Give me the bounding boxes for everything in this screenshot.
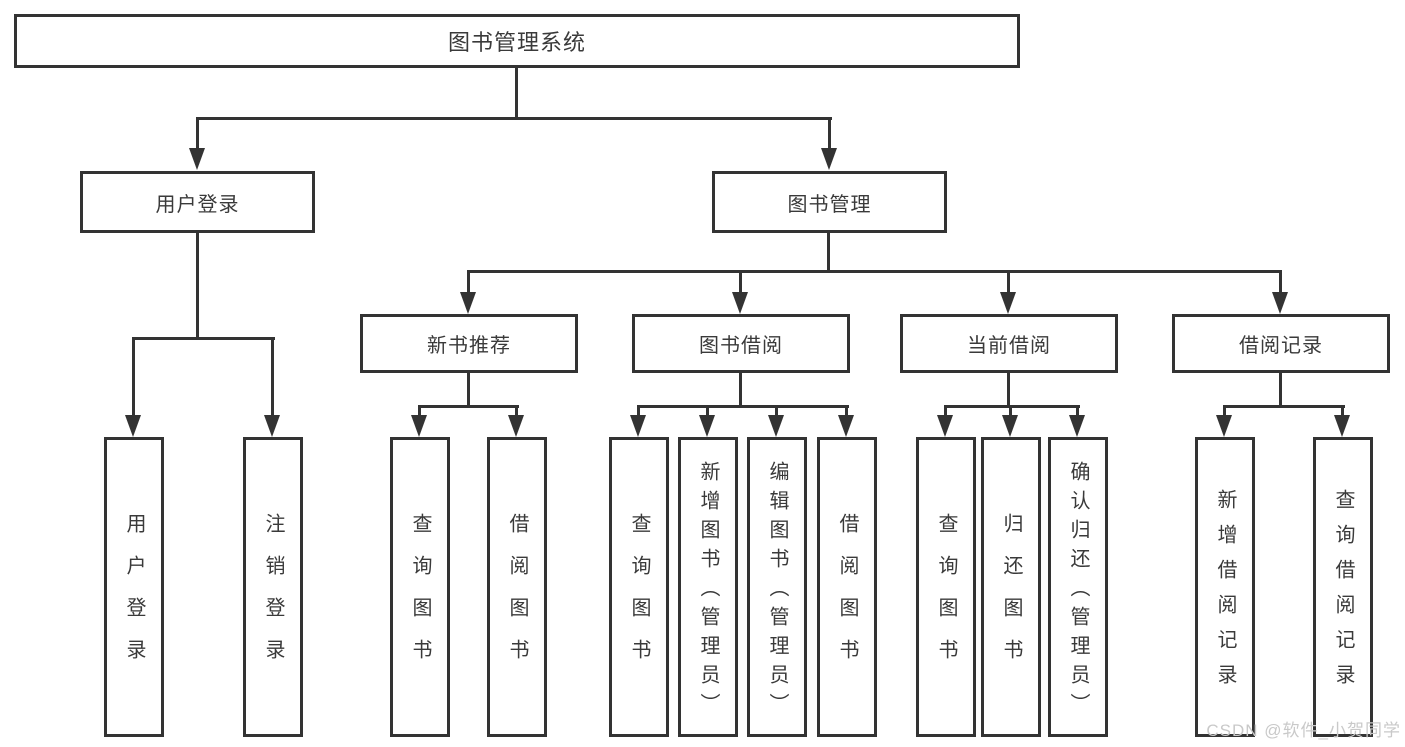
node-book-mgmt: 图书管理 xyxy=(712,171,947,233)
leaf-newrec-query-books-label: 查询图书 xyxy=(409,513,431,681)
node-root-label: 图书管理系统 xyxy=(447,30,586,55)
connector-borrow-record-branch xyxy=(1223,405,1345,408)
connector-user-login-stem xyxy=(196,233,199,339)
node-root: 图书管理系统 xyxy=(14,14,1020,68)
connector-user-login-drop xyxy=(196,117,199,150)
connector-book-borrow-stem xyxy=(739,373,742,407)
node-user-login: 用户登录 xyxy=(80,171,315,233)
arrowhead-down-icon xyxy=(699,415,715,437)
arrowhead-down-icon xyxy=(264,415,280,437)
connector-book-mgmt-drop xyxy=(828,117,831,150)
connector-leaf-drop xyxy=(775,405,778,418)
connector-user-login-branch xyxy=(132,337,275,340)
arrowhead-down-icon xyxy=(838,415,854,437)
leaf-borrow-edit-books-label: 编辑图书（管理员） xyxy=(766,460,788,722)
connector-leaf-drop xyxy=(515,405,518,418)
leaf-borrow-borrow-books-label: 借阅图书 xyxy=(836,513,858,681)
arrowhead-down-icon xyxy=(1334,415,1350,437)
leaf-current-query-books-label: 查询图书 xyxy=(935,513,957,681)
csdn-watermark: CSDN @软件_小贺同学 xyxy=(1206,721,1401,740)
connector-leaf-drop xyxy=(845,405,848,418)
arrowhead-down-icon xyxy=(732,292,748,314)
connector-root-branch xyxy=(196,117,832,120)
arrowhead-down-icon xyxy=(768,415,784,437)
node-user-login-label: 用户登录 xyxy=(155,193,240,216)
connector-login-drop xyxy=(132,337,135,418)
node-borrow-record: 借阅记录 xyxy=(1172,314,1390,373)
connector-leaf-drop xyxy=(706,405,709,418)
leaf-current-return-books-label: 归还图书 xyxy=(1000,513,1022,681)
leaf-current-query-books: 查询图书 xyxy=(916,437,976,737)
leaf-record-add: 新增借阅记录 xyxy=(1195,437,1255,737)
leaf-borrow-edit-books: 编辑图书（管理员） xyxy=(747,437,807,737)
connector-leaf-drop xyxy=(1223,405,1226,418)
connector-new-recommend-stem xyxy=(467,373,470,407)
connector-logout-drop xyxy=(271,337,274,418)
arrowhead-down-icon xyxy=(411,415,427,437)
connector-borrow-record-stem xyxy=(1279,373,1282,407)
connector-leaf-drop xyxy=(1341,405,1344,418)
leaf-current-confirm-return-label: 确认归还（管理员） xyxy=(1067,460,1089,722)
leaf-user-login: 用户登录 xyxy=(104,437,164,737)
leaf-current-return-books: 归还图书 xyxy=(981,437,1041,737)
arrowhead-down-icon xyxy=(1069,415,1085,437)
leaf-borrow-add-books-label: 新增图书（管理员） xyxy=(697,460,719,722)
node-new-recommend-label: 新书推荐 xyxy=(427,335,511,357)
leaf-newrec-borrow-books-label: 借阅图书 xyxy=(506,513,528,681)
connector-leaf-drop xyxy=(1076,405,1079,418)
connector-root-stem xyxy=(515,68,518,118)
arrowhead-down-icon xyxy=(1272,292,1288,314)
connector-current-borrow-drop xyxy=(1007,270,1010,294)
connector-new-recommend-branch xyxy=(418,405,519,408)
leaf-logout: 注销登录 xyxy=(243,437,303,737)
leaf-borrow-query-books-label: 查询图书 xyxy=(628,513,650,681)
leaf-user-login-label: 用户登录 xyxy=(123,513,145,681)
connector-leaf-drop xyxy=(418,405,421,418)
arrowhead-down-icon xyxy=(125,415,141,437)
arrowhead-down-icon xyxy=(508,415,524,437)
node-borrow-record-label: 借阅记录 xyxy=(1239,335,1323,357)
connector-leaf-drop xyxy=(1009,405,1012,418)
leaf-borrow-query-books: 查询图书 xyxy=(609,437,669,737)
arrowhead-down-icon xyxy=(460,292,476,314)
connector-book-borrow-branch xyxy=(637,405,849,408)
arrowhead-down-icon xyxy=(630,415,646,437)
node-book-borrow-label: 图书借阅 xyxy=(699,335,783,357)
connector-current-borrow-branch xyxy=(944,405,1080,408)
arrowhead-down-icon xyxy=(1000,292,1016,314)
connector-leaf-drop xyxy=(637,405,640,418)
connector-current-borrow-stem xyxy=(1007,373,1010,407)
node-current-borrow-label: 当前借阅 xyxy=(967,335,1051,357)
node-book-borrow: 图书借阅 xyxy=(632,314,850,373)
connector-book-borrow-drop xyxy=(739,270,742,294)
leaf-record-add-label: 新增借阅记录 xyxy=(1214,489,1236,699)
leaf-record-query-label: 查询借阅记录 xyxy=(1332,489,1354,699)
leaf-borrow-add-books: 新增图书（管理员） xyxy=(678,437,738,737)
leaf-logout-label: 注销登录 xyxy=(262,513,284,681)
connector-leaf-drop xyxy=(944,405,947,418)
leaf-record-query: 查询借阅记录 xyxy=(1313,437,1373,737)
node-current-borrow: 当前借阅 xyxy=(900,314,1118,373)
connector-book-mgmt-stem xyxy=(827,233,830,272)
arrowhead-down-icon xyxy=(821,148,837,170)
node-new-recommend: 新书推荐 xyxy=(360,314,578,373)
connector-borrow-record-drop xyxy=(1279,270,1282,294)
arrowhead-down-icon xyxy=(189,148,205,170)
arrowhead-down-icon xyxy=(937,415,953,437)
connector-new-recommend-drop xyxy=(467,270,470,294)
arrowhead-down-icon xyxy=(1216,415,1232,437)
leaf-newrec-query-books: 查询图书 xyxy=(390,437,450,737)
connector-book-mgmt-branch xyxy=(467,270,1282,273)
leaf-newrec-borrow-books: 借阅图书 xyxy=(487,437,547,737)
arrowhead-down-icon xyxy=(1002,415,1018,437)
node-book-mgmt-label: 图书管理 xyxy=(787,193,872,216)
leaf-borrow-borrow-books: 借阅图书 xyxy=(817,437,877,737)
leaf-current-confirm-return: 确认归还（管理员） xyxy=(1048,437,1108,737)
